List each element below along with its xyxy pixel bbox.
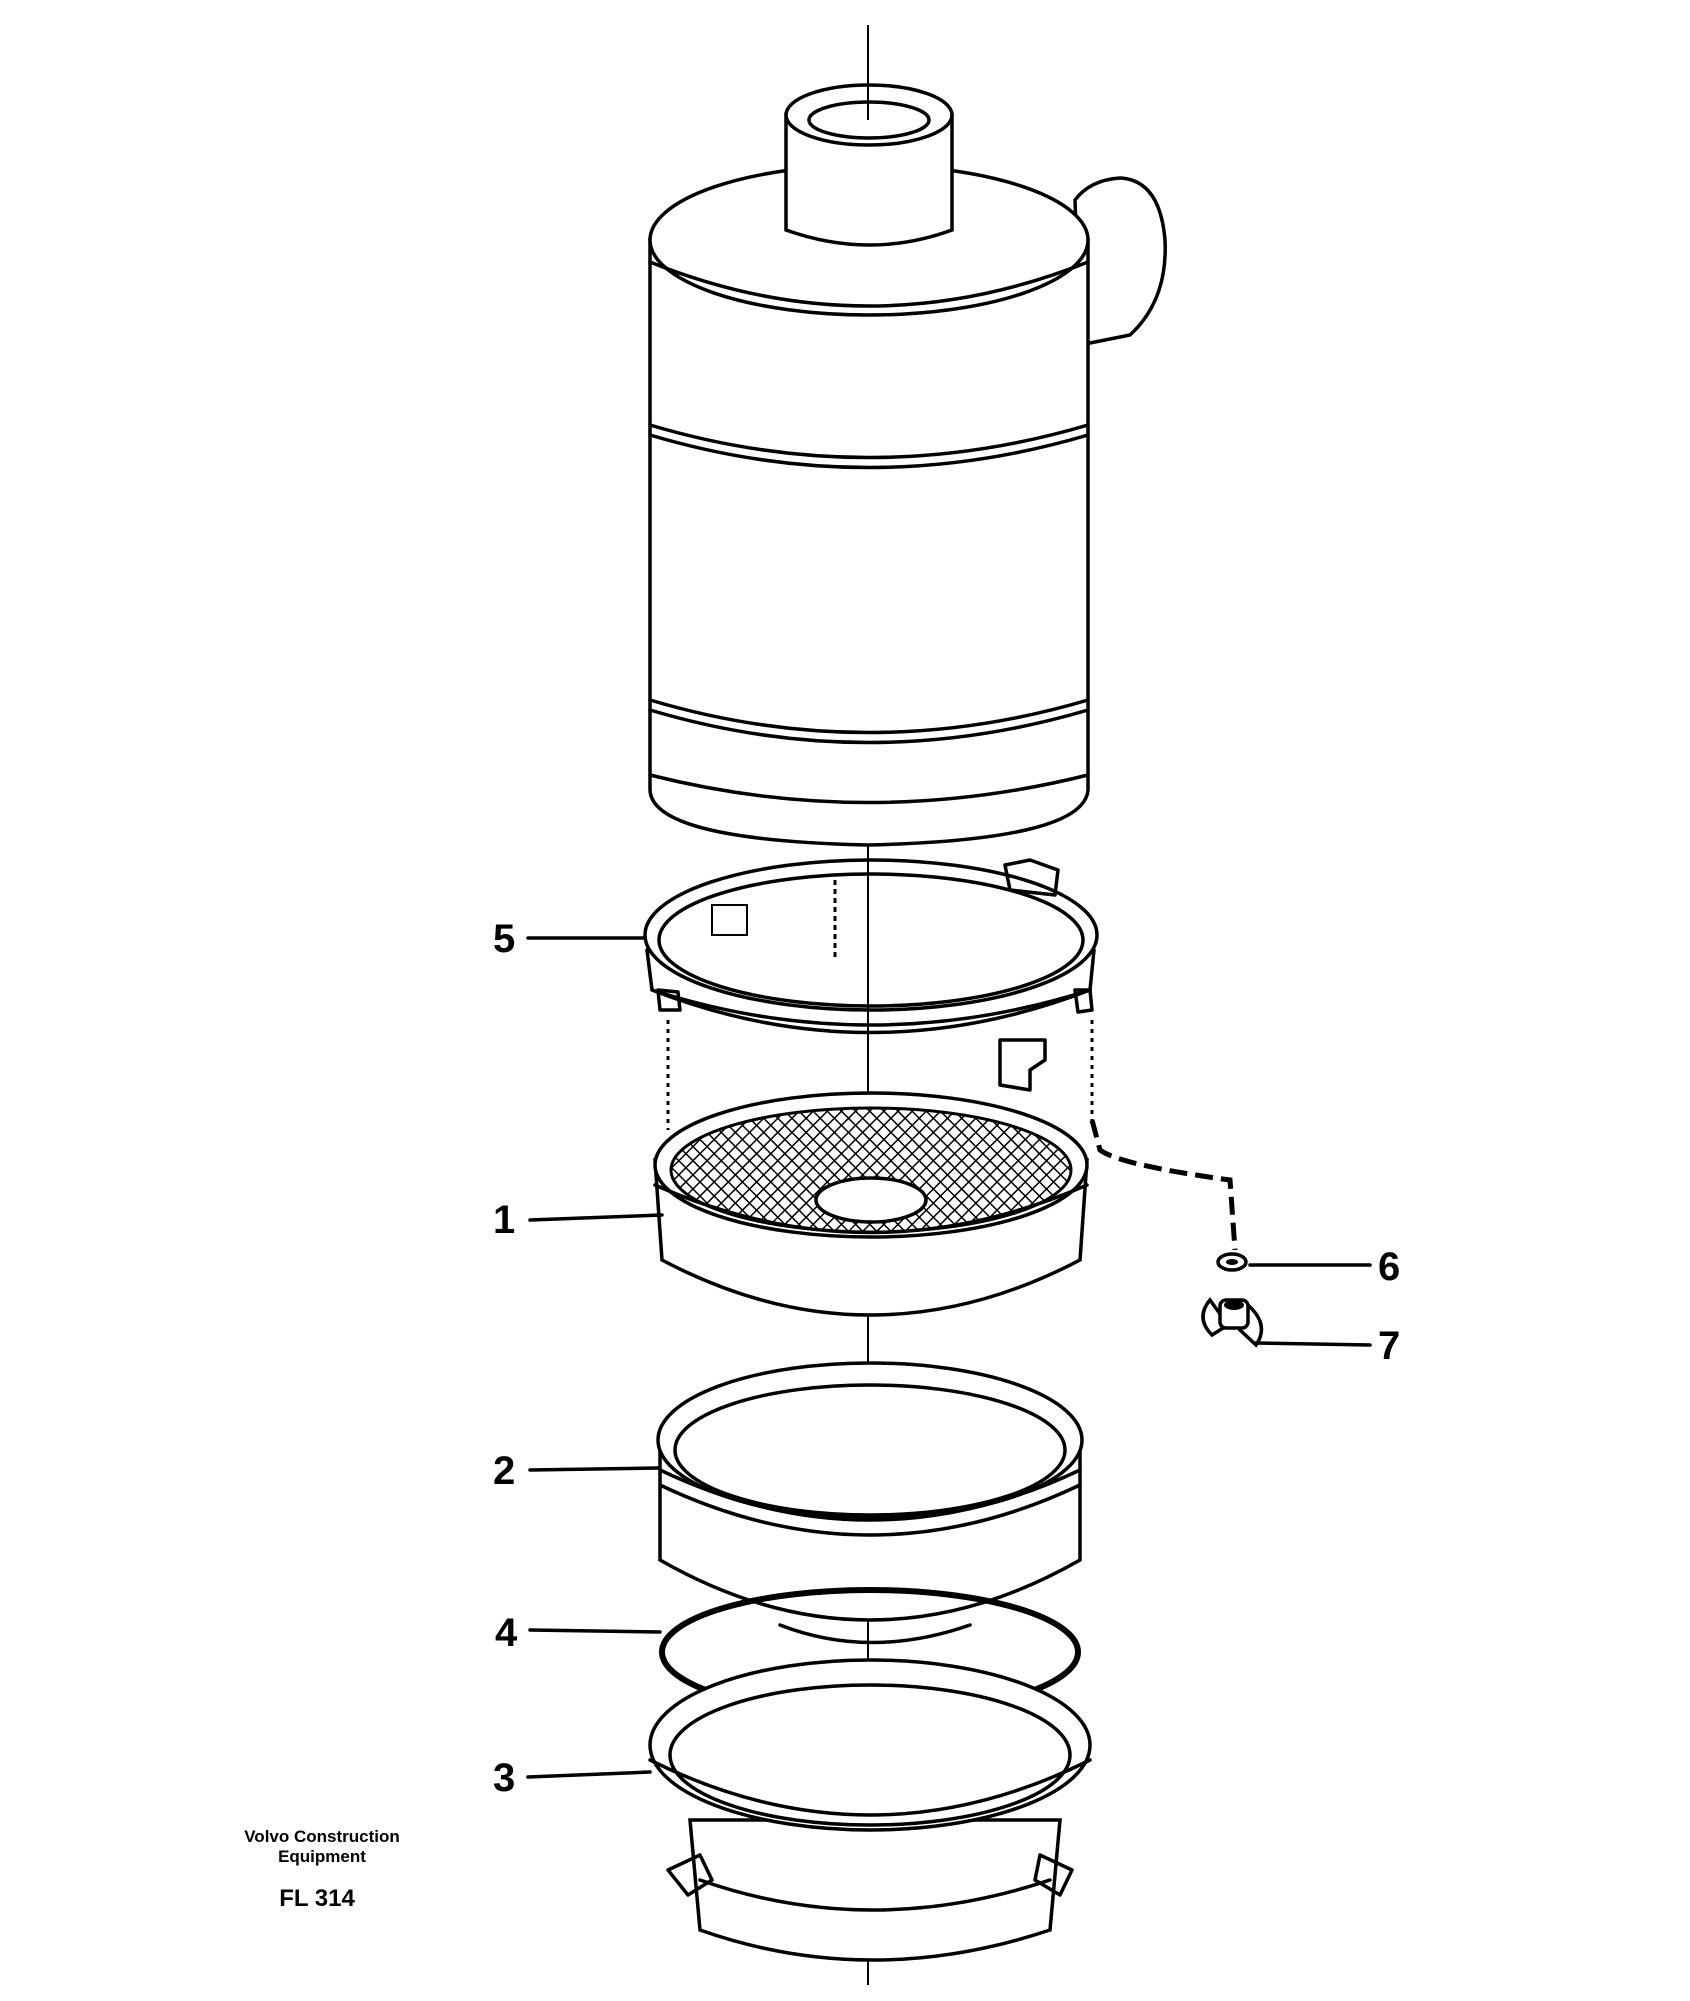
part-5-clamp-ring <box>643 858 1099 1130</box>
callout-2: 2 <box>493 1449 515 1493</box>
hardware-connector-line <box>1089 1119 1238 1251</box>
callout-1: 1 <box>493 1198 515 1242</box>
callout-4: 4 <box>495 1611 518 1655</box>
callout-7: 7 <box>1378 1324 1400 1368</box>
figure-code: FL 314 <box>279 1885 355 1912</box>
credit-line-1: Volvo Construction <box>244 1827 400 1846</box>
credit-line-2: Equipment <box>278 1847 366 1866</box>
part-2-dust-cup <box>656 1361 1084 1645</box>
part-1-mesh-filter <box>653 1091 1089 1317</box>
air-cleaner-housing <box>648 25 1167 847</box>
callout-5: 5 <box>493 917 515 961</box>
part-6-washer <box>1216 1252 1248 1272</box>
callout-3: 3 <box>493 1756 515 1800</box>
callout-leaders <box>526 936 1372 1779</box>
callout-6: 6 <box>1378 1245 1400 1289</box>
part-7-wing-nut <box>1201 1297 1264 1348</box>
part-3-base-ring <box>648 1658 1092 1962</box>
